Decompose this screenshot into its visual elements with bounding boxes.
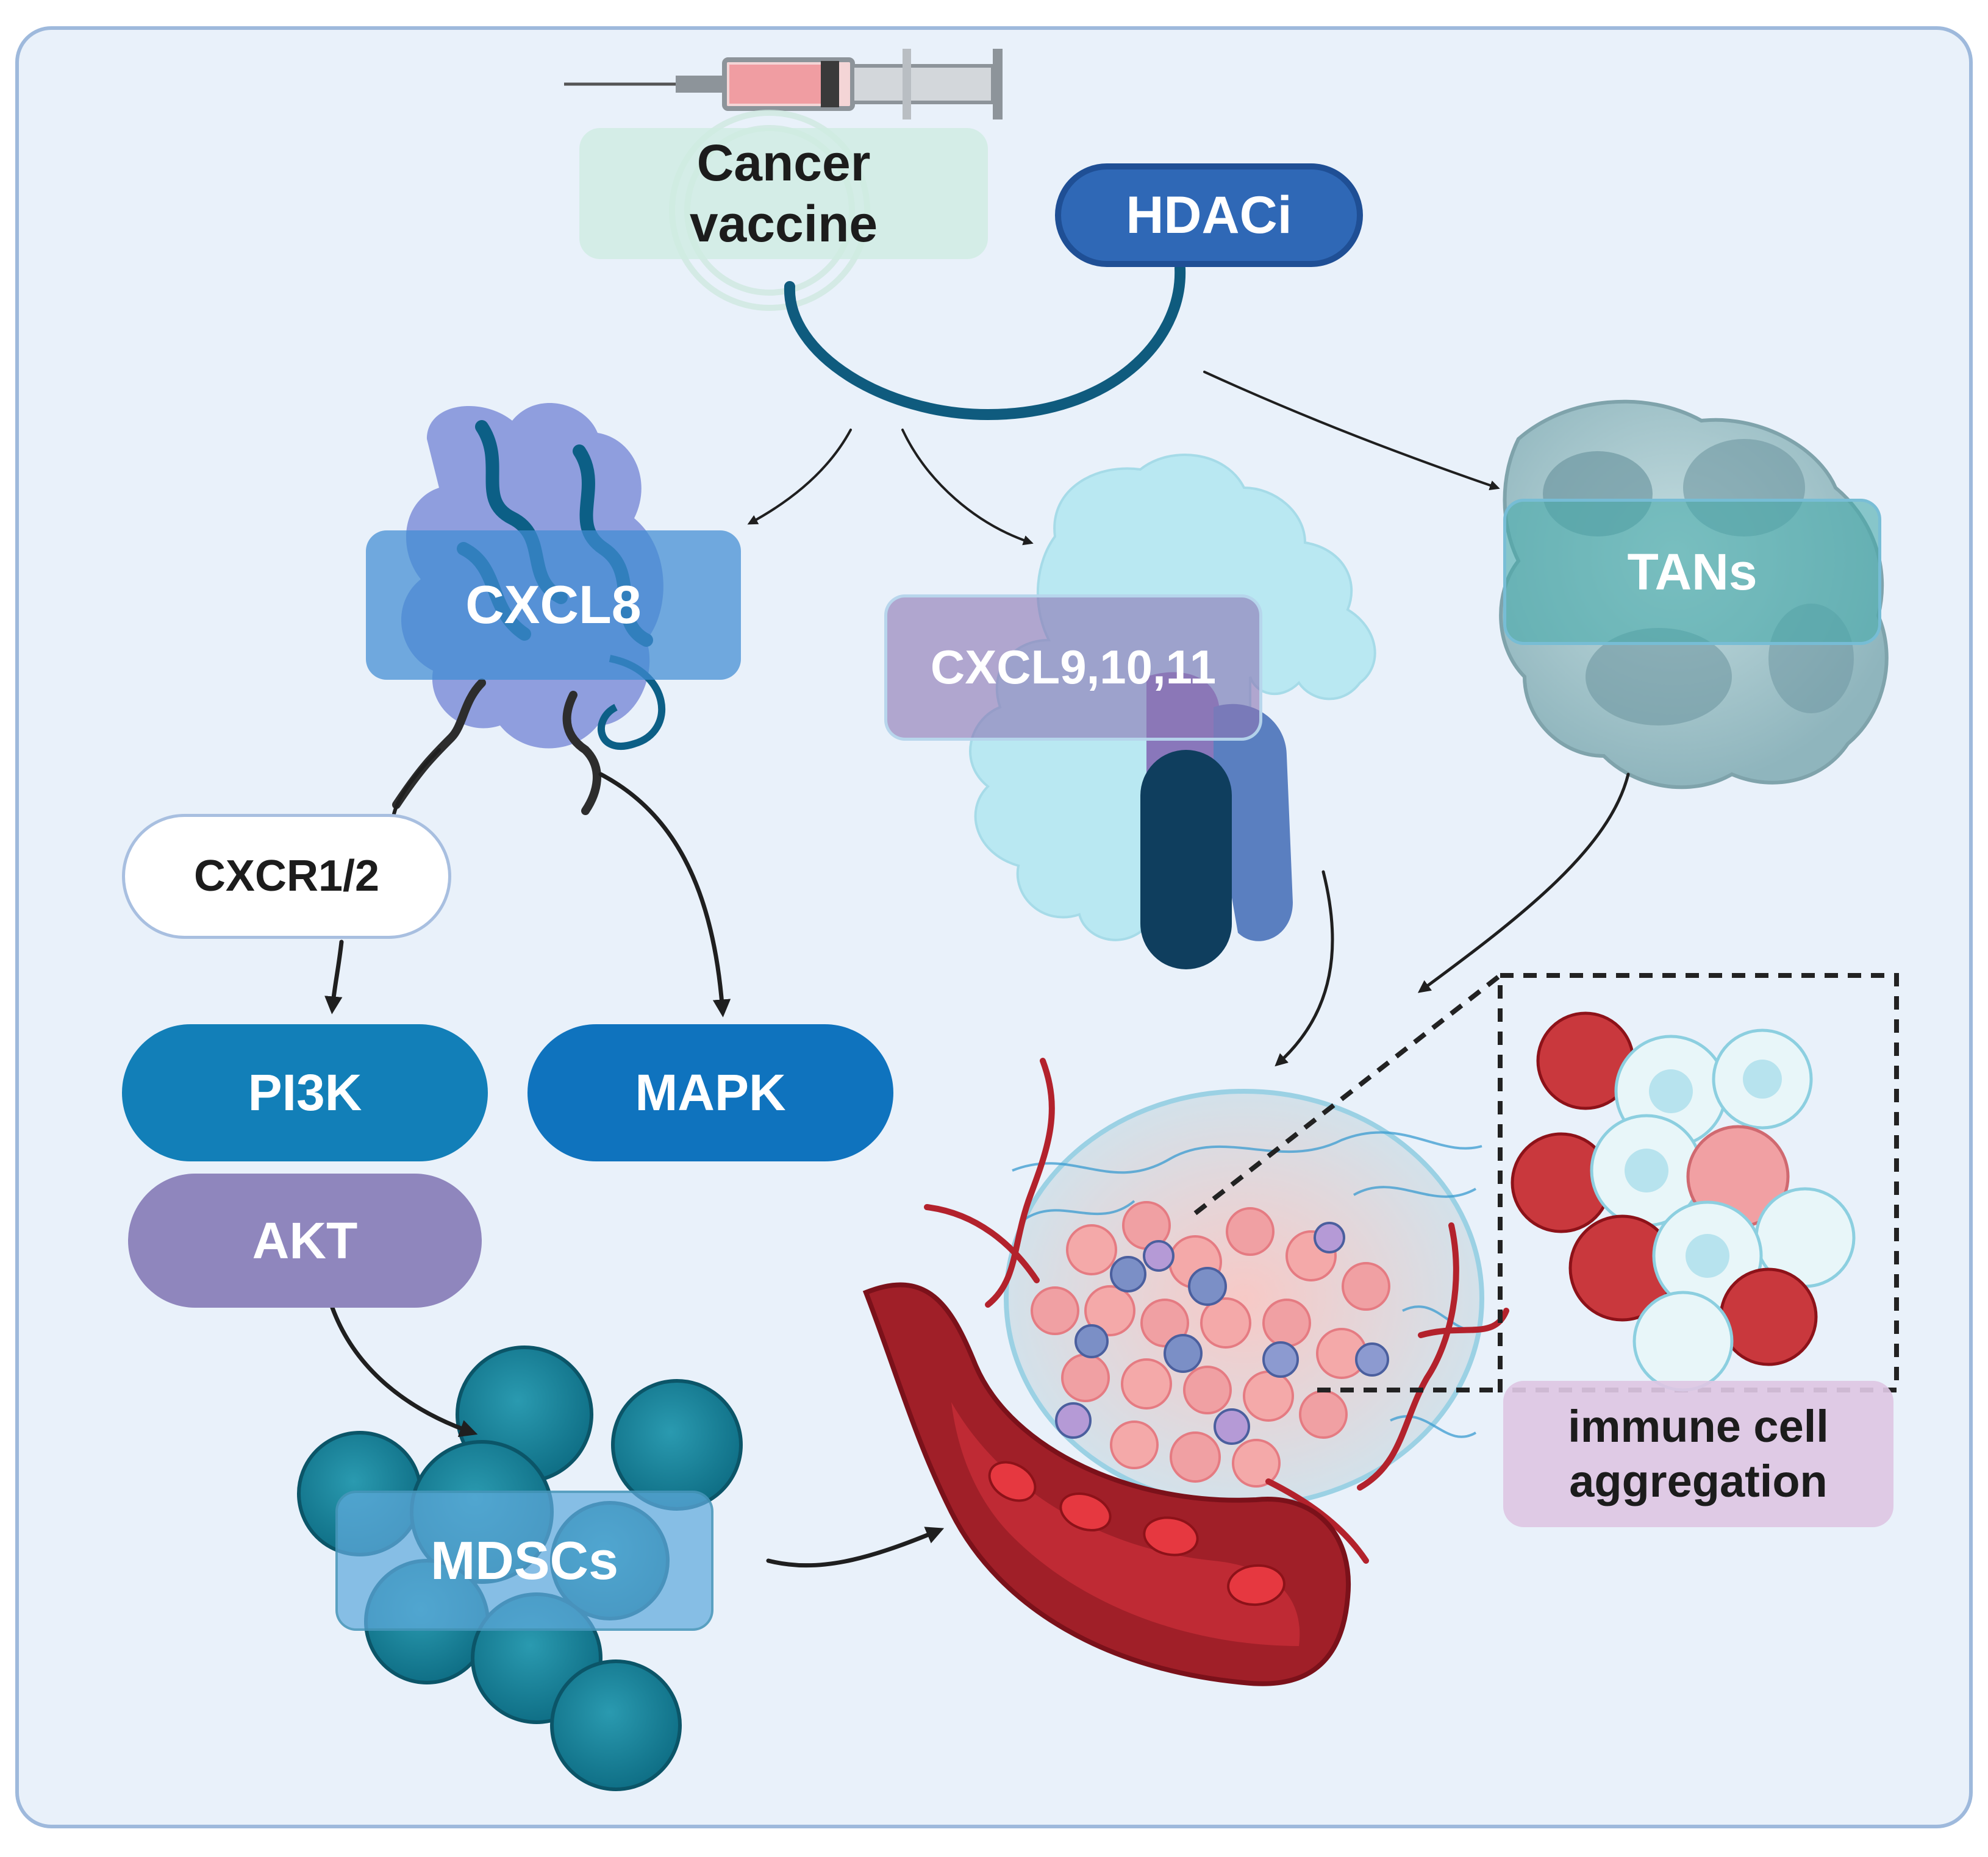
red-blood-cells [988, 1461, 1285, 1606]
immune-cell-aggregation-label: immune cell aggregation [1503, 1381, 1893, 1527]
cxcl8-label: CXCL8 [366, 530, 741, 680]
arrow-cxcr1-2-to-pi3k [324, 939, 344, 1014]
arrows [324, 371, 1630, 1568]
arrow-tans-to-tumor [1417, 772, 1630, 993]
cxcl9-10-11-label: CXCL9,10,11 [884, 594, 1262, 741]
inset-immune-aggregation [1498, 973, 1899, 1392]
combination-connector [784, 263, 1186, 421]
arrow-cxcl9-10-11-to-tumor [1275, 870, 1334, 1067]
capillary-network [1012, 1131, 1489, 1438]
arrow-to-cxcl9-10-11 [901, 429, 1034, 546]
mdscs-label: MDSCs [335, 1491, 713, 1631]
syringe-icon [564, 49, 1003, 119]
cancer-vaccine-label: Cancer vaccine [579, 128, 988, 259]
pi3k-node: PI3K [122, 1024, 488, 1161]
inset-pointer-upper [1193, 973, 1502, 1216]
arrow-to-cxcl8 [747, 429, 852, 525]
arrow-akt-to-mdscs [330, 1305, 478, 1438]
immune-cells-in-tumor [1055, 1222, 1389, 1445]
tans-label: TANs [1503, 499, 1881, 645]
arrow-to-tans [1203, 371, 1500, 491]
cxcr1-2-receptor: CXCR1/2 [122, 814, 451, 939]
tumor-cells [1031, 1201, 1390, 1488]
arrow-mdscs-to-tumor [766, 1527, 945, 1568]
tumor-microenvironment [862, 1058, 1509, 1686]
arrow-cxcl8-to-cxcr1-2 [392, 748, 441, 819]
arrow-cxcl8-to-mapk [598, 772, 731, 1018]
aggregated-cells [1511, 1011, 1856, 1392]
akt-node: AKT [128, 1174, 482, 1308]
mapk-node: MAPK [527, 1024, 893, 1161]
hdaci-capsule: HDACi [1055, 163, 1363, 267]
